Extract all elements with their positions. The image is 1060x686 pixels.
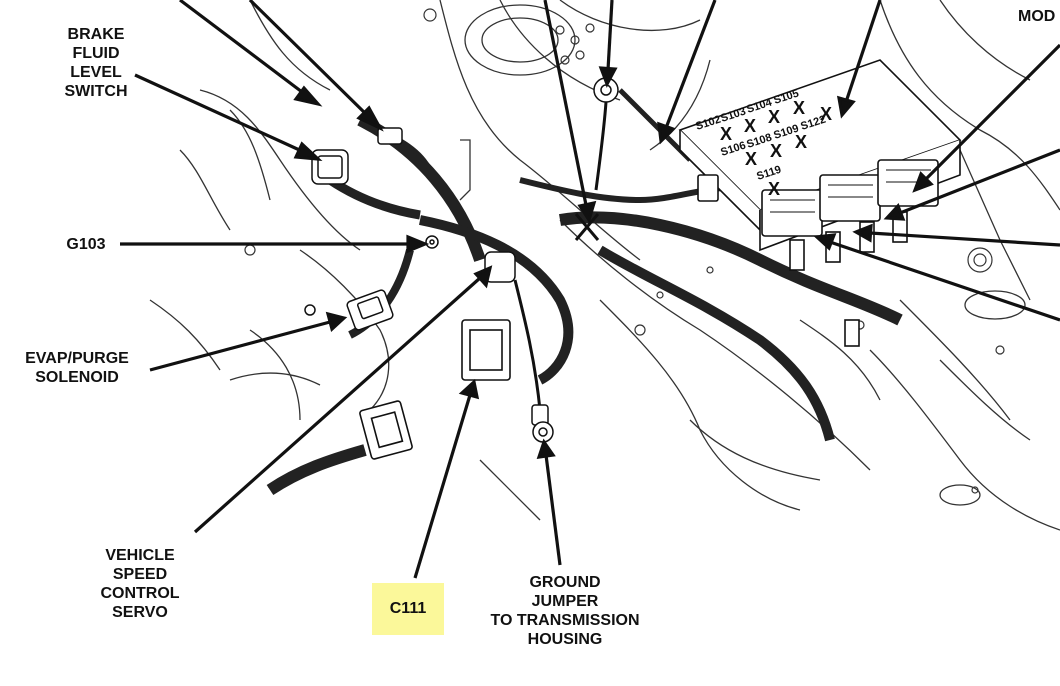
splice-x: X [795,132,807,152]
vehicle-speed-control-servo-label: VEHICLE SPEED CONTROL SERVO [85,546,195,622]
ground-jumper-strap [513,279,554,443]
label-line: HOUSING [527,631,603,648]
ground-eyelet-top [593,77,619,191]
label-line: EVAP/PURGE [25,350,129,367]
splice-module-box [678,59,962,347]
brake-fluid-level-switch-label: BRAKE FLUID LEVEL SWITCH [46,25,146,101]
label-line: SOLENOID [35,369,119,386]
evap-purge-solenoid-connector [304,289,394,331]
module-label-partial: MOD [1018,8,1056,25]
c111-label: C111 [372,583,444,635]
splice-x: X [768,179,780,199]
label-line: BRAKE [67,26,125,43]
ground-jumper-label: GROUND JUMPER TO TRANSMISSION HOUSING [465,573,665,649]
splice-x: X [744,116,756,136]
label-line: SPEED [112,566,168,583]
body-panel-outlines [149,0,1060,531]
g103-label: G103 [66,236,106,253]
splice-x: X [793,98,805,118]
harness-cut-mark [574,213,600,241]
label-line: VEHICLE [105,547,175,564]
label-line: GROUND [529,574,601,591]
splice-x: X [820,104,832,124]
label-line: CONTROL [100,585,180,602]
label-line: JUMPER [531,593,599,610]
speed-control-servo-connector [484,251,516,283]
c111-connector-shape [359,319,511,460]
label-line: SERVO [112,604,168,621]
splice-x: X [770,141,782,161]
label-line: TO TRANSMISSION [490,612,640,629]
splice-x: X [768,107,780,127]
g103-ground-point [425,235,439,249]
brake-fluid-level-switch-connector [311,127,403,185]
bolt-holes [244,8,1005,494]
label-line: LEVEL [70,64,122,81]
callout-leaders [120,0,1060,579]
splice-x: X [745,149,757,169]
label-line: SWITCH [64,83,128,100]
splice-x: X [720,124,732,144]
splice-labels: S102 S103 S104 S105 X X X X S106 S108 S1… [694,87,832,199]
label-line: FLUID [72,45,120,62]
evap-purge-solenoid-label: EVAP/PURGE SOLENOID [12,349,142,387]
